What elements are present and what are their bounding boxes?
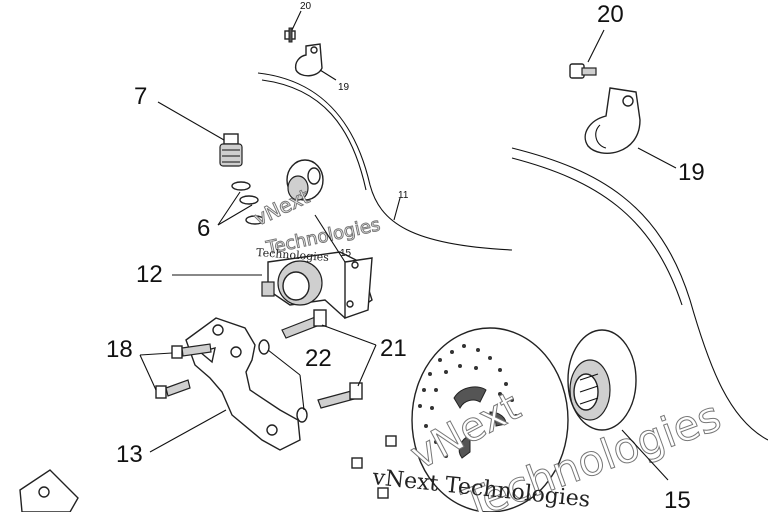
flange-15-small	[286, 159, 324, 201]
screw-20-large	[569, 63, 597, 79]
bracket-13	[185, 317, 301, 451]
clip-19-large	[584, 87, 641, 154]
callout-15-small: 15	[340, 248, 352, 259]
callout-11: 11	[398, 190, 409, 201]
bleeder-screw-7	[219, 133, 243, 167]
backing-plate-edge-large-inner	[511, 157, 683, 306]
callout-19-small: 19	[338, 82, 350, 93]
bolts-21	[281, 309, 363, 409]
callout-19-large: 19	[678, 159, 705, 186]
callout-20-large: 20	[597, 1, 624, 28]
caliper-12	[261, 251, 373, 319]
callout-6: 6	[197, 215, 210, 242]
o-rings-6	[231, 181, 265, 225]
callout-12: 12	[136, 261, 163, 288]
callout-7: 7	[134, 83, 147, 110]
disc-bolts	[351, 435, 397, 499]
callout-15-large: 15	[664, 487, 691, 512]
brake-disc	[411, 327, 569, 512]
callout-21: 21	[380, 335, 407, 362]
clip-19-small	[294, 43, 323, 77]
callout-18: 18	[106, 336, 133, 363]
watermark-vnext-small: vNext	[250, 184, 313, 231]
callout-20-small: 20	[300, 1, 312, 12]
flange-15-large	[567, 329, 637, 431]
callout-13: 13	[116, 441, 143, 468]
backing-plate-edge-large	[511, 147, 768, 441]
watermark-tech-dark-small: Technologies	[256, 246, 330, 264]
screw-20-small	[284, 27, 296, 43]
washers-22	[258, 339, 308, 423]
partial-part-hole	[38, 486, 50, 498]
disc-holes	[418, 344, 518, 458]
callout-22: 22	[305, 345, 332, 372]
bolts-18	[155, 343, 212, 399]
leader-lines	[139, 10, 677, 481]
backing-plate-edge-small-inner	[261, 79, 367, 191]
backing-plate-edge-small	[257, 72, 513, 251]
